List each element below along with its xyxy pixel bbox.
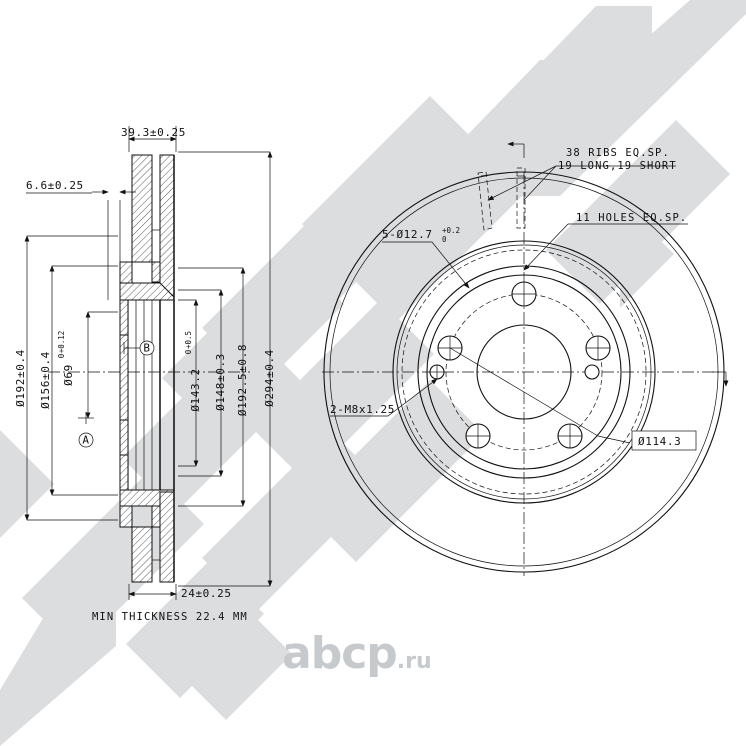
dim-disc-thickness: 24±0.25 (128, 584, 232, 600)
cooling-vane-detail (477, 167, 526, 231)
site-watermark: abcp.ru (282, 632, 432, 676)
hole-spec-tol-upper: +0.2 (442, 226, 460, 235)
dim-d69-tol-lower: 0 (57, 353, 66, 358)
site-watermark-name: abcp (282, 628, 398, 679)
ribs-note-line1: 38 RIBS EQ.SP. (566, 147, 670, 159)
dim-d1925-label: Ø192.5±0.8 (236, 344, 249, 416)
hole-spec-tol-lower: 0 (442, 235, 447, 244)
dim-hat-offset-label: 6.6±0.25 (26, 179, 84, 192)
datum-a: A (78, 412, 94, 448)
datum-b: B (123, 340, 155, 356)
datum-a-label: A (82, 434, 89, 447)
face-view: 38 RIBS EQ.SP. 19 LONG,19 SHORT 11 HOLES… (322, 141, 729, 576)
site-watermark-tld: .ru (396, 649, 432, 674)
dim-d69: Ø69 +0.12 0 (57, 311, 118, 419)
dim-d294: Ø294±0.4 (178, 151, 276, 587)
dim-hat-offset: 6.6±0.25 (26, 179, 136, 300)
dim-d69-base: Ø69 (62, 364, 75, 386)
dim-d192-label: Ø192±0.4 (14, 349, 27, 407)
dim-d143: Ø143.2 +0.5 0 (178, 299, 202, 467)
section-arrow-right (712, 371, 729, 387)
dim-d148-label: Ø148±0.3 (214, 353, 227, 411)
hole-spec-label: 5-Ø12.7 (382, 228, 433, 241)
holes-note: 11 HOLES EQ.SP. (576, 212, 687, 224)
dim-d192: Ø192±0.4 (14, 235, 118, 521)
section-view: B A 39.3±0.25 (14, 126, 276, 623)
leader-hole-spec: 5-Ø12.7 +0.2 0 (382, 226, 470, 289)
dim-d69-tol-upper: +0.12 (57, 331, 66, 354)
bolt-circle-label: Ø114.3 (638, 435, 681, 448)
dim-disc-thickness-label: 24±0.25 (181, 587, 232, 600)
dim-d143-tol-lower: 0 (184, 349, 193, 354)
datum-b-label: B (143, 342, 150, 355)
thread-spec-label: 2-M8x1.25 (330, 403, 395, 416)
leader-ribs: 38 RIBS EQ.SP. 19 LONG,19 SHORT (487, 147, 677, 201)
dim-d156-label: Ø156±0.4 (39, 351, 52, 409)
leader-thread-spec: 2-M8x1.25 (330, 378, 438, 417)
ribs-note-line2: 19 LONG,19 SHORT (558, 160, 677, 172)
wheel-bolt-holes (437, 281, 611, 449)
section-arrow-top (507, 141, 525, 158)
dim-d148: Ø148±0.3 (178, 289, 227, 477)
leader-holes: 11 HOLES EQ.SP. (523, 212, 688, 271)
min-thickness-note: MIN THICKNESS 22.4 MM (92, 611, 248, 623)
dim-width-total-label: 39.3±0.25 (121, 126, 186, 139)
dim-d156: Ø156±0.4 (39, 265, 118, 496)
dim-d294-label: Ø294±0.4 (263, 349, 276, 407)
dim-d143-base: Ø143.2 (189, 368, 202, 411)
dim-d143-tol-upper: +0.5 (184, 331, 193, 349)
leader-bolt-circle: Ø114.3 (449, 347, 697, 451)
dim-d1925: Ø192.5±0.8 (178, 267, 249, 507)
dim-width-total: 39.3±0.25 (121, 126, 186, 152)
